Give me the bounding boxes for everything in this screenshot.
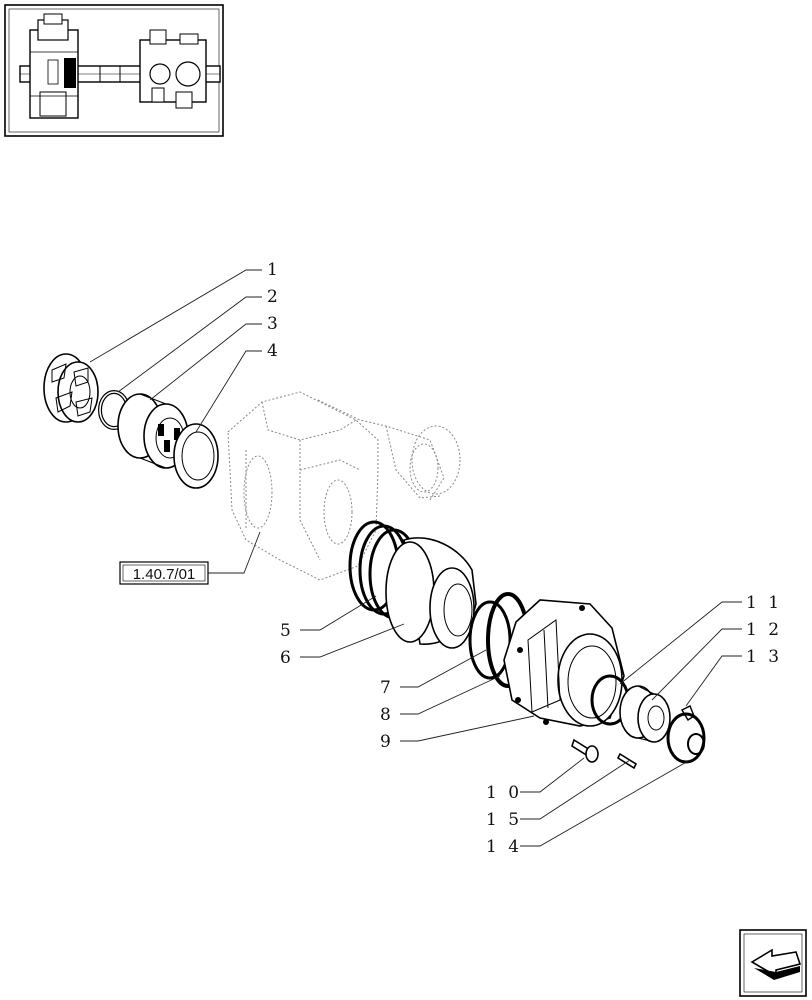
callout-13: 1 3	[746, 647, 782, 667]
axle-housing-reference	[227, 391, 461, 581]
callout-12: 1 2	[746, 620, 782, 640]
callout-9: 9	[380, 732, 394, 752]
part-6-sleeve	[385, 537, 477, 649]
axle-assembly-thumbnail[interactable]	[4, 4, 224, 137]
callout-7: 7	[380, 678, 394, 698]
callout-5: 5	[280, 621, 294, 641]
callout-8: 8	[380, 705, 394, 725]
part-9-hub-housing	[503, 599, 625, 727]
reference-link-box[interactable]: 1.40.7/01	[119, 561, 209, 585]
previous-page-arrow-icon[interactable]	[739, 929, 807, 997]
callout-6: 6	[280, 648, 294, 668]
leader-lines	[89, 269, 742, 847]
callout-15: 1 5	[486, 810, 522, 830]
callout-3: 3	[267, 314, 281, 334]
callout-11: 1 1	[746, 593, 782, 613]
callout-2: 2	[267, 287, 281, 307]
callout-1: 1	[267, 260, 281, 280]
part-1-slotted-nut	[43, 353, 99, 423]
part-15-pin	[616, 752, 638, 770]
callout-14: 1 4	[486, 837, 522, 857]
part-10-bolt	[571, 738, 599, 763]
part-14-retaining-ring	[666, 712, 706, 764]
callout-4: 4	[267, 341, 281, 361]
callout-10: 1 0	[486, 783, 522, 803]
part-12-spline-gear	[619, 685, 671, 743]
reference-label[interactable]: 1.40.7/01	[133, 566, 196, 583]
part-4-washer	[173, 423, 219, 489]
